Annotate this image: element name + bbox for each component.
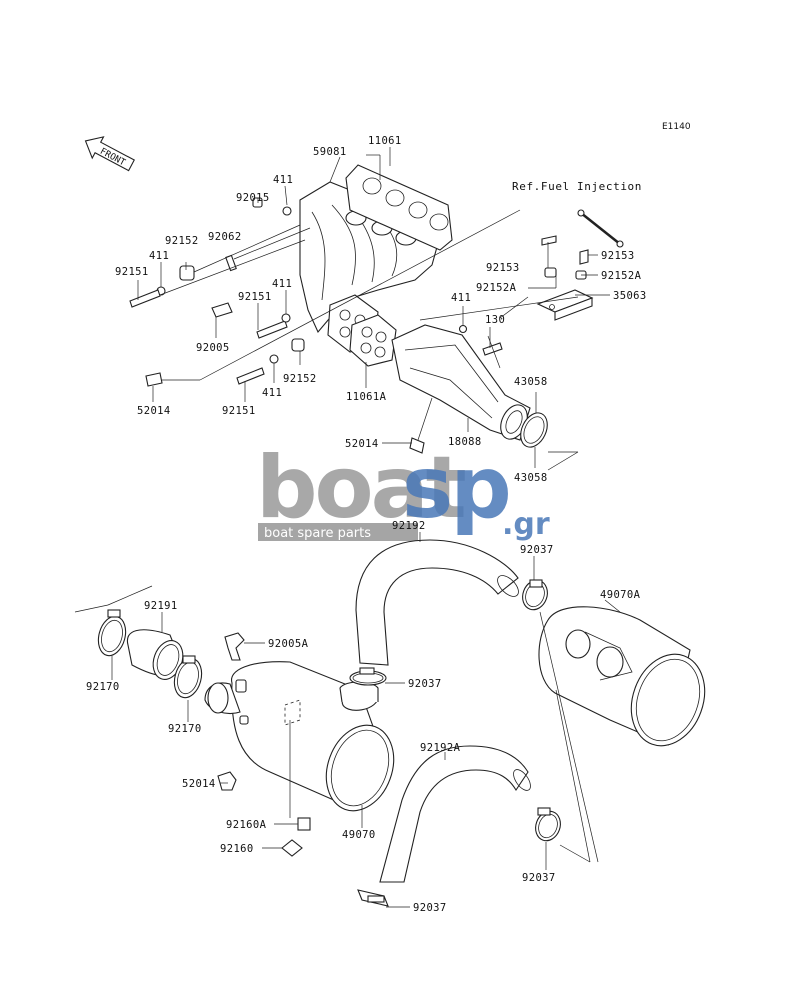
- label-92191: 92191: [144, 600, 178, 612]
- pipe-92191: [126, 629, 184, 680]
- clamp-92170-left: [97, 609, 127, 657]
- gasket-11061: [345, 164, 453, 251]
- label-92151-b: 92151: [238, 291, 272, 303]
- clamp-92037-lower-right: [535, 807, 561, 842]
- label-92160A: 92160A: [226, 819, 267, 831]
- watermark-tagline: boat spare parts: [264, 526, 371, 541]
- ref-fuel-injection-note: Ref.Fuel Injection: [512, 180, 642, 193]
- label-92192: 92192: [392, 520, 426, 532]
- label-92037-a: 92037: [520, 544, 554, 556]
- fitting-52014-lower: [217, 771, 237, 791]
- label-411-d: 411: [262, 387, 282, 399]
- muffler-49070A: [538, 606, 706, 747]
- label-49070A: 49070A: [600, 589, 641, 601]
- label-92005: 92005: [196, 342, 230, 354]
- hardware-bolts: [129, 197, 589, 454]
- label-411-f: 411: [451, 292, 471, 304]
- fitting-92005A: [224, 632, 245, 661]
- watermark-brand-left: boat: [256, 438, 466, 538]
- label-411-b: 411: [149, 250, 169, 262]
- label-52014-c: 52014: [182, 778, 216, 790]
- label-11061A: 11061A: [346, 391, 387, 403]
- label-130: 130: [485, 314, 505, 326]
- diagram-code: E1140: [662, 122, 691, 132]
- clamp-92037-middle: [349, 667, 387, 686]
- clamp-92170-right: [173, 655, 203, 699]
- exhaust-pipe-18088: [391, 324, 531, 441]
- label-92160A: [297, 817, 311, 831]
- label-92153-a: 92153: [486, 262, 520, 274]
- label-92152-a: 92152: [165, 235, 199, 247]
- label-92160: [281, 839, 303, 857]
- label-18088: 18088: [448, 436, 482, 448]
- label-43058-b: 43058: [514, 472, 548, 484]
- bracket-35063: [536, 289, 594, 321]
- front-arrow-icon: FRONT: [84, 136, 135, 172]
- label-92153-b: 92153: [601, 250, 635, 262]
- label-411-c: 411: [272, 278, 292, 290]
- label-92062: 92062: [208, 231, 242, 243]
- label-11061: 11061: [368, 135, 402, 147]
- label-92152A-b: 92152A: [601, 270, 642, 282]
- label-92192A: 92192A: [420, 742, 461, 754]
- hose-92192: [355, 539, 519, 666]
- label-92037-d: 92037: [413, 902, 447, 914]
- label-92151-a: 92151: [115, 266, 149, 278]
- watermark-suffix: .gr: [502, 507, 550, 542]
- watermark-logo: boat sp .gr boat spare parts: [256, 438, 550, 542]
- label-92015: 92015: [236, 192, 270, 204]
- clamp-92037-bottom: [357, 889, 389, 907]
- label-92152-b: 92152: [283, 373, 317, 385]
- label-59081: 59081: [313, 146, 347, 158]
- hose-92192A: [379, 745, 531, 883]
- label-43058-a: 43058: [514, 376, 548, 388]
- label-92037-b: 92037: [408, 678, 442, 690]
- label-411-a: 411: [273, 174, 293, 186]
- fuel-injection-rod: [577, 209, 624, 248]
- label-92005A: 92005A: [268, 638, 309, 650]
- label-52014-a: 52014: [137, 405, 171, 417]
- o-ring-43058: [520, 412, 548, 448]
- label-92037-c: 92037: [522, 872, 556, 884]
- label-92152A-a: 92152A: [476, 282, 517, 294]
- label-92170-b: 92170: [168, 723, 202, 735]
- part-labels: 11061 59081 411 92015 92062 92152 411 92…: [86, 135, 647, 914]
- muffler-49070: [204, 661, 395, 812]
- label-49070: 49070: [342, 829, 376, 841]
- clamp-92037-upper: [522, 579, 548, 611]
- leader-lines: [74, 147, 621, 908]
- gasket-11061A: [349, 314, 397, 367]
- label-52014-b: 52014: [345, 438, 379, 450]
- label-35063: 35063: [613, 290, 647, 302]
- label-92160: 92160: [220, 843, 254, 855]
- label-92170-a: 92170: [86, 681, 120, 693]
- label-92151-c: 92151: [222, 405, 256, 417]
- watermark-brand-right: sp: [402, 438, 509, 538]
